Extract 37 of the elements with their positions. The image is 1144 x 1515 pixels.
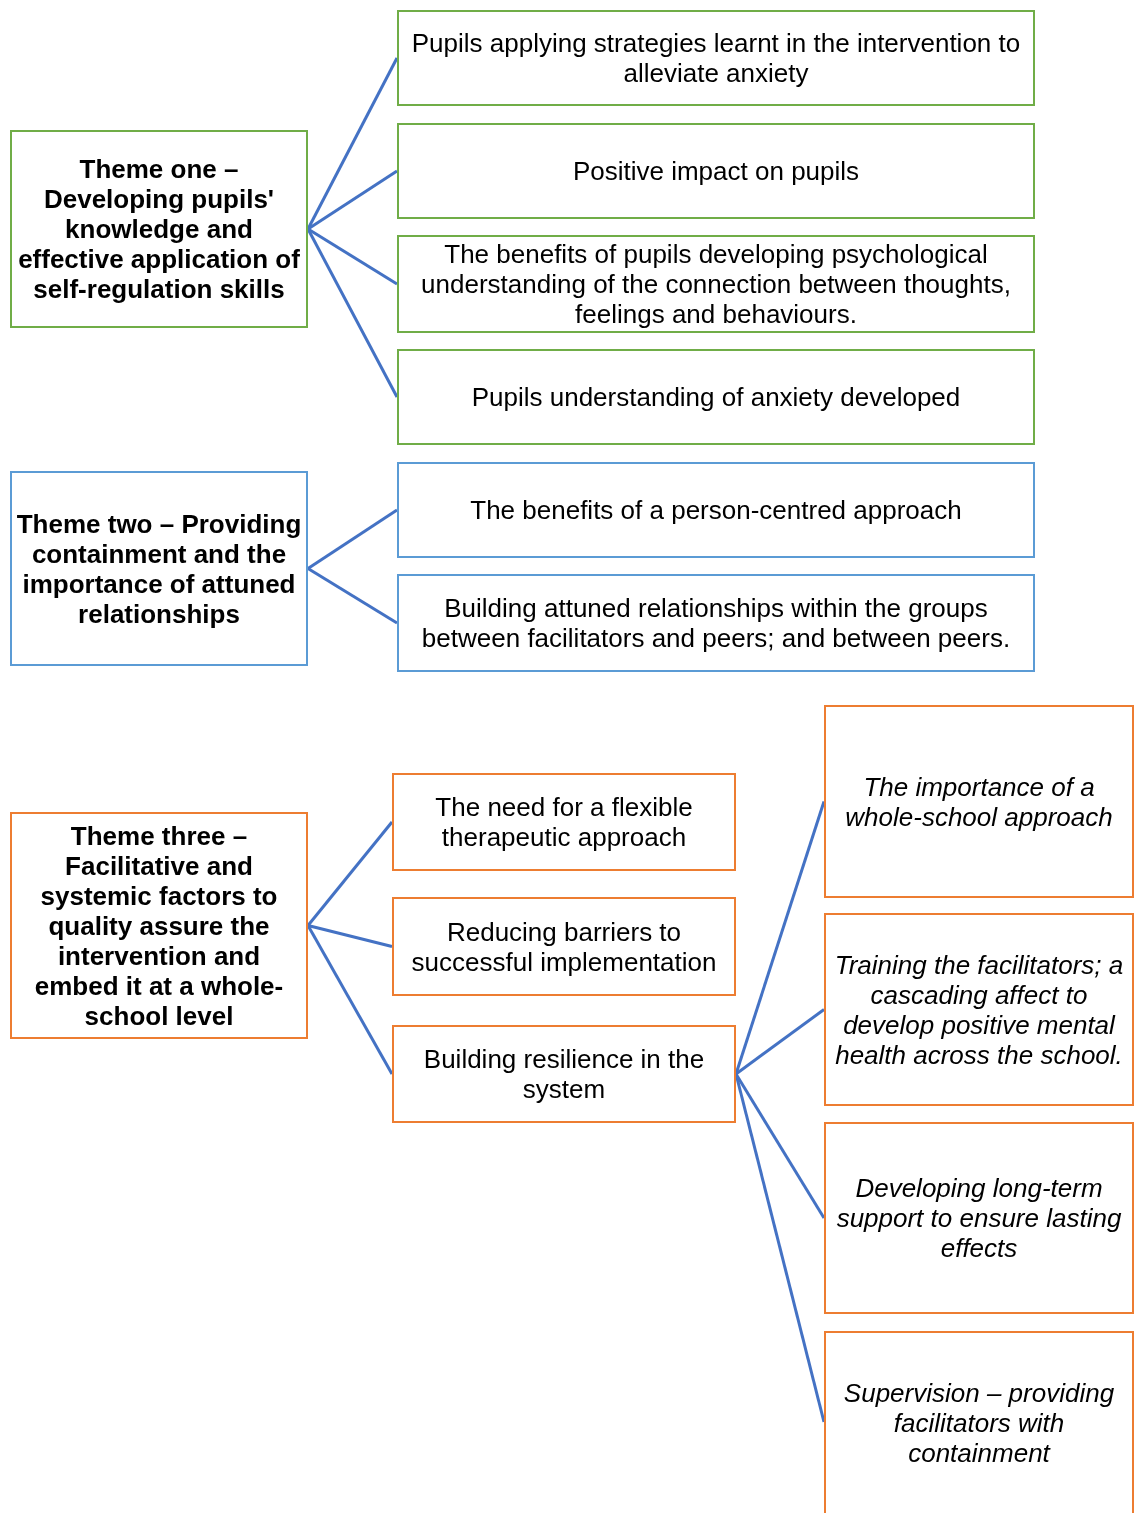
subtheme-box [824,1122,1134,1314]
theme-title: Theme three – Facilitative and systemic factors to quality assure the intervention and embed it at a whole-school level [33,820,285,1031]
connector-line [307,924,393,948]
subtheme-box [397,462,1035,558]
theme-title: Theme two – Providing containment and the importance of attuned relationships [16,508,302,629]
subtheme-text: Building resilience in the system [422,1044,706,1104]
subtheme-text: The benefits of pupils developing psychological understanding of the connection between thoughts, feelings and behaviours. [420,239,1012,329]
subtheme-text: The importance of a whole-school approach [844,771,1114,832]
connector-line [735,1008,825,1076]
connector-line [307,227,398,286]
subtheme-text: Reducing barriers to successful implementation [410,916,718,977]
subtheme-text: The need for a flexible therapeutic approach [434,792,694,852]
subtheme-box [824,705,1134,898]
connector-line [307,508,398,570]
subtheme-box [397,123,1035,219]
subtheme-box [824,1331,1134,1513]
connector-line [307,567,398,625]
subtheme-box [824,913,1134,1106]
subtheme-text: Developing long-term support to ensure lasting effects [835,1173,1123,1263]
subtheme-text: The benefits of a person-centred approach [470,495,962,525]
theme-box [10,812,308,1039]
subtheme-box [397,349,1035,445]
subtheme-box [392,773,736,871]
subtheme-box [397,574,1035,672]
subtheme-box [392,1025,736,1123]
subtheme-text: Pupils understanding of anxiety developed [471,382,961,412]
subtheme-text: Supervision – providing facilitators with containment [842,1378,1116,1468]
subtheme-text: Building attuned relationships within the groups between facilitators and peers; and between peers. [420,593,1012,653]
connector-line [307,169,398,231]
subtheme-text: Training the facilitators; a cascading affect to develop positive mental health across the school. [833,949,1125,1070]
subtheme-text: Positive impact on pupils [572,156,860,186]
theme-box [10,471,308,666]
subtheme-box [397,10,1035,106]
subtheme-text: Pupils applying strategies learnt in the intervention to alleviate anxiety [410,28,1022,88]
theme-box [10,130,308,328]
theme-title: Theme one – Developing pupils' knowledge and effective application of self-regulation skills [17,154,301,304]
subtheme-box [392,897,736,996]
